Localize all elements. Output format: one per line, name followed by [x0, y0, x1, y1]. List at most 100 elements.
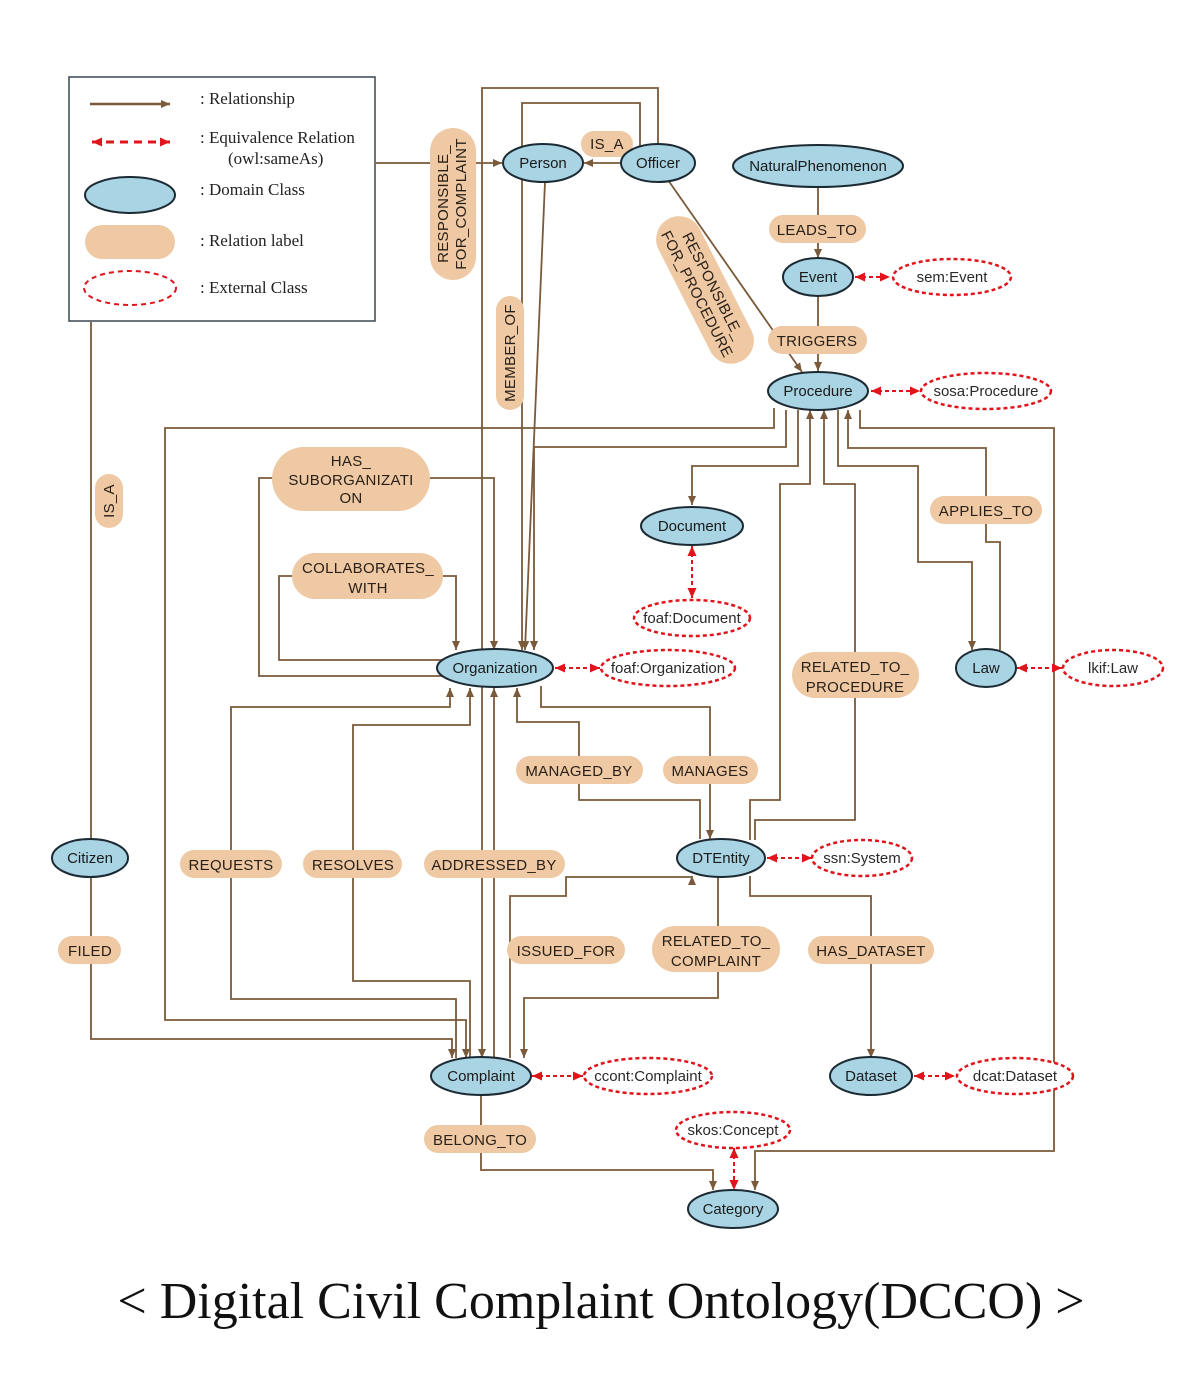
edge-person-member-of — [521, 181, 546, 651]
label-resolves: RESOLVES — [303, 850, 402, 878]
label-responsible-for-complaint-line1: RESPONSIBLE_ — [435, 145, 452, 263]
legend-relation-label-label: : Relation label — [200, 231, 304, 250]
class-citizen: Citizen — [51, 838, 129, 878]
label-requests-text: REQUESTS — [189, 857, 274, 874]
label-resolves-text: RESOLVES — [312, 857, 394, 874]
edge-filed — [90, 877, 456, 1058]
label-has-suborganization-line1: HAS_ — [331, 453, 372, 470]
legend-domain-class-label: : Domain Class — [200, 180, 305, 199]
label-responsible-for-complaint: RESPONSIBLE_ FOR_COMPLAINT — [430, 128, 476, 280]
label-has-suborganization-line2: SUBORGANIZATI — [288, 472, 413, 489]
label-is-a-officer-text: IS_A — [590, 136, 624, 153]
external-dcat-dataset: dcat:Dataset — [955, 1056, 1075, 1096]
label-filed: FILED — [58, 936, 121, 964]
class-natural-phenomenon: NaturalPhenomenon — [732, 144, 904, 188]
class-procedure: Procedure — [767, 371, 869, 411]
edge-procedure-to-organization — [530, 410, 787, 650]
label-has-suborganization-line3: ON — [339, 490, 362, 507]
label-managed-by: MANAGED_BY — [516, 756, 643, 784]
label-manages-text: MANAGES — [671, 763, 748, 780]
label-has-dataset: HAS_DATASET — [808, 936, 934, 964]
label-collaborates-line2: WITH — [348, 580, 388, 597]
class-law-label: Law — [972, 660, 1000, 677]
legend-relationship-label: : Relationship — [200, 89, 295, 108]
label-has-suborganization: HAS_ SUBORGANIZATI ON — [272, 447, 430, 511]
external-sem-event: sem:Event — [891, 257, 1013, 297]
external-foaf-document: foaf:Document — [632, 598, 752, 638]
class-procedure-label: Procedure — [783, 383, 852, 400]
legend-equivalence-label: : Equivalence Relation — [200, 128, 355, 147]
domain-classes: Person Officer NaturalPhenomenon Event P… — [51, 143, 1017, 1229]
label-related-to-procedure-line1: RELATED_TO_ — [801, 659, 910, 676]
edge-dtentity-to-procedure-b — [754, 410, 856, 840]
external-ccont-complaint-label: ccont:Complaint — [594, 1068, 702, 1085]
external-foaf-organization: foaf:Organization — [599, 648, 737, 688]
edge-officer-to-organization — [518, 102, 641, 650]
class-dtentity-label: DTEntity — [692, 850, 750, 867]
edge-procedure-applies-to-law — [837, 410, 976, 650]
label-member-of-text: MEMBER_OF — [502, 304, 519, 402]
legend-external-class-swatch — [83, 270, 177, 306]
label-responsible-for-complaint-line2: FOR_COMPLAINT — [453, 138, 470, 269]
class-organization: Organization — [436, 648, 554, 688]
legend: : Relationship : Equivalence Relation (o… — [68, 76, 376, 322]
label-manages: MANAGES — [663, 756, 758, 784]
class-officer-label: Officer — [636, 155, 680, 172]
label-applies-to: APPLIES_TO — [930, 496, 1042, 524]
label-related-to-procedure: RELATED_TO_ PROCEDURE — [792, 652, 919, 698]
label-is-a-citizen: IS_A — [95, 474, 123, 528]
label-issued-for-text: ISSUED_FOR — [517, 943, 616, 960]
edge-procedure-to-category — [751, 410, 1055, 1190]
label-managed-by-text: MANAGED_BY — [525, 763, 632, 780]
label-collaborates-line1: COLLABORATES_ — [302, 560, 434, 577]
external-ccont-complaint: ccont:Complaint — [582, 1056, 714, 1096]
label-is-a-officer: IS_A — [581, 131, 633, 157]
label-triggers: TRIGGERS — [768, 326, 867, 354]
class-citizen-label: Citizen — [67, 850, 113, 867]
edge-law-to-procedure — [844, 410, 1001, 650]
label-related-to-complaint-line1: RELATED_TO_ — [662, 933, 771, 950]
legend-relation-label-swatch — [85, 225, 175, 259]
label-related-to-complaint-line2: COMPLAINT — [671, 953, 761, 970]
label-filed-text: FILED — [68, 943, 112, 960]
external-foaf-organization-label: foaf:Organization — [611, 660, 725, 677]
class-dataset-label: Dataset — [845, 1068, 898, 1085]
label-is-a-citizen-text: IS_A — [101, 484, 118, 518]
label-related-to-complaint: RELATED_TO_ COMPLAINT — [652, 926, 780, 972]
legend-external-class-label: : External Class — [200, 278, 308, 297]
class-organization-label: Organization — [452, 660, 537, 677]
class-event: Event — [782, 257, 854, 297]
class-dataset: Dataset — [829, 1056, 913, 1096]
class-person: Person — [502, 143, 584, 183]
class-category: Category — [687, 1189, 779, 1229]
label-addressed-by: ADDRESSED_BY — [424, 850, 565, 878]
external-skos-concept-label: skos:Concept — [688, 1122, 780, 1139]
external-lkif-law: lkif:Law — [1061, 648, 1165, 688]
class-category-label: Category — [703, 1201, 764, 1218]
external-dcat-dataset-label: dcat:Dataset — [973, 1068, 1058, 1085]
edge-dtentity-to-procedure-a — [749, 410, 814, 840]
external-sosa-procedure-label: sosa:Procedure — [933, 383, 1038, 400]
label-triggers-text: TRIGGERS — [777, 333, 858, 350]
diagram-title: < Digital Civil Complaint Ontology(DCCO)… — [117, 1273, 1084, 1330]
label-requests: REQUESTS — [180, 850, 282, 878]
external-classes: sem:Event sosa:Procedure foaf:Document f… — [582, 257, 1165, 1150]
class-document: Document — [640, 506, 744, 546]
equivalence-edges — [532, 272, 1062, 1190]
class-dtentity: DTEntity — [676, 838, 766, 878]
class-document-label: Document — [658, 518, 727, 535]
label-leads-to-text: LEADS_TO — [777, 222, 858, 239]
edge-procedure-to-document — [688, 410, 799, 505]
class-complaint-label: Complaint — [447, 1068, 515, 1085]
external-skos-concept: skos:Concept — [674, 1110, 792, 1150]
label-related-to-procedure-line2: PROCEDURE — [806, 679, 905, 696]
edge-has-suborganization — [258, 477, 498, 677]
external-foaf-document-label: foaf:Document — [643, 610, 741, 627]
external-sem-event-label: sem:Event — [917, 269, 989, 286]
edge-officer-to-complaint — [478, 87, 659, 1058]
legend-domain-class-swatch — [84, 176, 176, 214]
class-officer: Officer — [620, 143, 696, 183]
label-leads-to: LEADS_TO — [769, 215, 866, 243]
external-ssn-system-label: ssn:System — [823, 850, 901, 867]
